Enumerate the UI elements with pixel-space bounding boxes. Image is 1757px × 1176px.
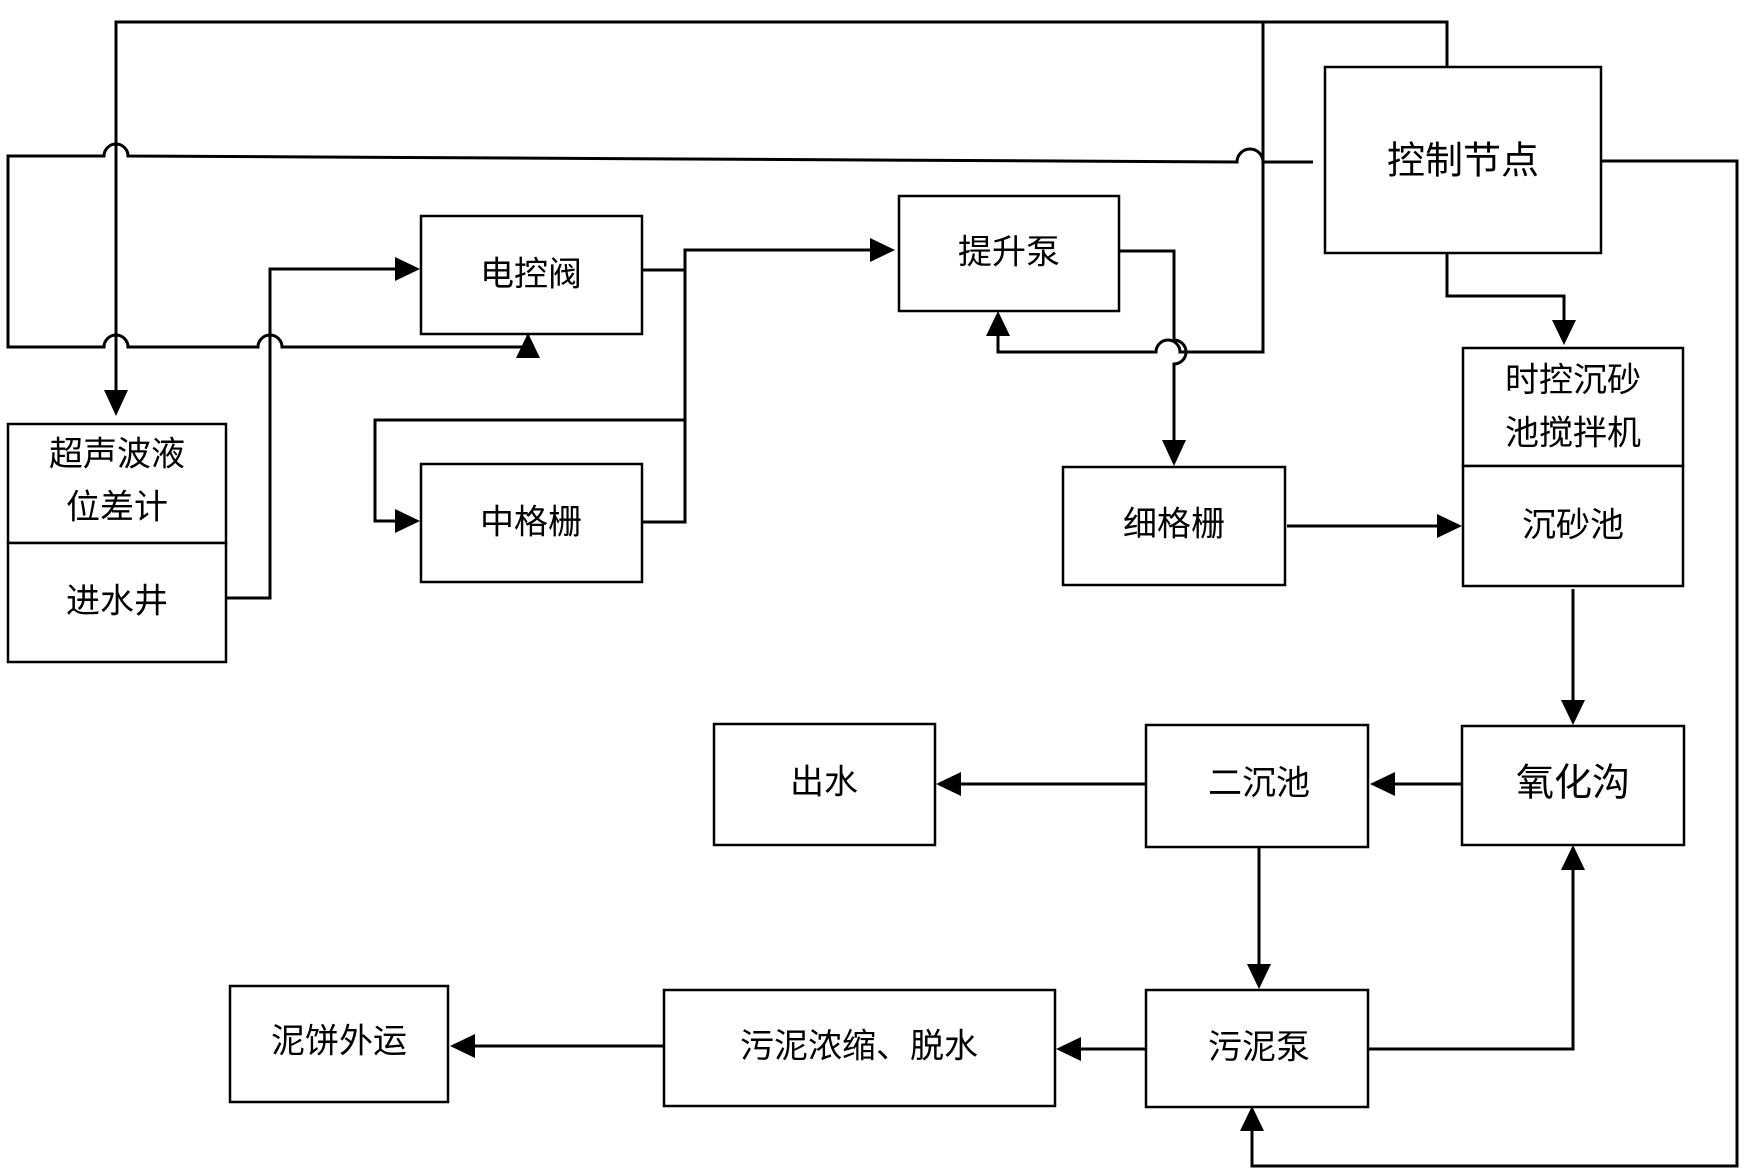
node-oxidation-ditch: 氧化沟 xyxy=(1460,724,1686,847)
arrowhead-out-right xyxy=(936,772,961,796)
node-secondary-clarifier-label: 二沉池 xyxy=(1208,764,1310,804)
link-ctrl-to-sensor xyxy=(114,20,1449,390)
node-electric-valve: 电控阀 xyxy=(419,214,644,336)
arrowhead-dewater-right xyxy=(1056,1037,1081,1061)
node-effluent: 出水 xyxy=(712,722,937,847)
arrowhead-cake-right xyxy=(450,1034,475,1058)
arrowhead-sec-right xyxy=(1370,772,1395,796)
node-inlet-well: 进水井 xyxy=(6,541,228,664)
link-midgrid-to-pump xyxy=(640,250,687,524)
arrowhead-valve-left xyxy=(395,257,420,281)
link-ctrl-to-sludge-pump xyxy=(1250,159,1739,1168)
link-midgrid-bypass xyxy=(373,418,685,523)
node-inlet-well-label: 进水井 xyxy=(66,582,168,622)
link-sludge-pump-to-ox xyxy=(1368,870,1575,1051)
node-fine-grid: 细格栅 xyxy=(1061,465,1287,587)
node-ultrasonic-gauge-label-2: 位差计 xyxy=(66,488,168,528)
link-pump-to-finegrid xyxy=(1116,249,1188,440)
arrowhead-valve-bottom xyxy=(516,333,540,358)
arrowhead-sensor xyxy=(104,390,128,416)
node-sludge-dewatering-label: 污泥浓缩、脱水 xyxy=(740,1027,978,1067)
node-grit-mixer: 时控沉砂 池搅拌机 xyxy=(1461,346,1685,468)
node-fine-grid-label: 细格栅 xyxy=(1123,505,1225,545)
node-secondary-clarifier: 二沉池 xyxy=(1144,723,1370,849)
arrowhead-pump-left xyxy=(870,238,895,262)
node-sludge-pump: 污泥泵 xyxy=(1144,988,1370,1109)
node-lift-pump-label: 提升泵 xyxy=(958,233,1060,273)
link-well-to-valve xyxy=(226,267,395,600)
node-grit-mixer-label-2: 池搅拌机 xyxy=(1505,414,1641,454)
node-effluent-label: 出水 xyxy=(790,763,858,803)
node-electric-valve-label: 电控阀 xyxy=(480,255,582,295)
arrowhead-pump-bottom xyxy=(986,311,1010,336)
node-sludge-pump-label: 污泥泵 xyxy=(1208,1028,1310,1068)
node-medium-grid: 中格栅 xyxy=(419,462,644,584)
arrowhead-ox-top xyxy=(1561,700,1585,725)
node-sludge-cake-export: 泥饼外运 xyxy=(228,984,450,1104)
link-ctrl-to-valve xyxy=(6,142,1313,349)
node-oxidation-ditch-label: 氧化沟 xyxy=(1516,761,1630,805)
node-grit-chamber: 沉砂池 xyxy=(1461,464,1685,588)
node-control-label: 控制节点 xyxy=(1387,139,1539,183)
node-medium-grid-label: 中格栅 xyxy=(480,503,582,543)
link-valve-to-pump xyxy=(640,248,870,272)
connectors xyxy=(6,20,1739,1168)
arrowhead-sludge-pump-bottom xyxy=(1240,1106,1264,1131)
arrowhead-sludge-pump-top xyxy=(1247,964,1271,989)
node-control: 控制节点 xyxy=(1323,65,1603,255)
arrowhead-finegrid-top xyxy=(1162,440,1186,466)
link-ctrl-to-pump xyxy=(996,22,1265,354)
arrowhead-grit-left xyxy=(1437,514,1462,538)
arrowhead-mixer xyxy=(1552,320,1576,345)
node-ultrasonic-gauge-label-1: 超声波液 xyxy=(49,435,185,475)
node-grit-mixer-label-1: 时控沉砂 xyxy=(1505,361,1641,401)
node-sludge-dewatering: 污泥浓缩、脱水 xyxy=(662,988,1057,1108)
node-lift-pump: 提升泵 xyxy=(897,194,1121,313)
node-sludge-cake-export-label: 泥饼外运 xyxy=(271,1022,407,1062)
arrowhead-midgrid-left xyxy=(395,509,420,533)
node-ultrasonic-gauge: 超声波液 位差计 xyxy=(6,422,228,545)
link-ctrl-to-mixer xyxy=(1445,253,1566,320)
arrowhead-ox-bottom xyxy=(1561,845,1585,870)
node-grit-chamber-label: 沉砂池 xyxy=(1522,506,1624,546)
